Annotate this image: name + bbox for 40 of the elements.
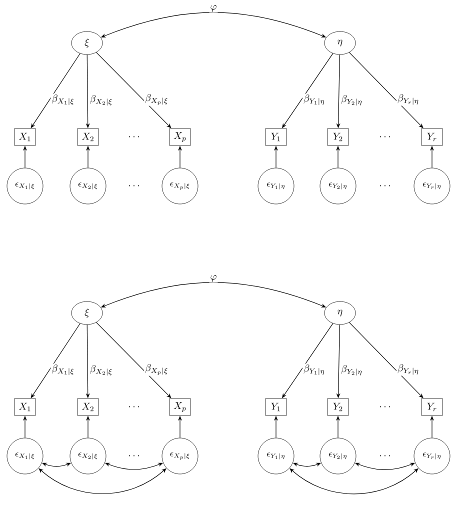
arrow (348, 52, 424, 128)
ellipsis: $\cdots$ (380, 406, 390, 408)
observed-box: $X_2$ (77, 398, 99, 416)
observed-box: $Y_1$ (265, 398, 287, 416)
ellipsis: $\cdots$ (380, 136, 390, 138)
edge-label: $\beta_{X_2|\xi}$ (88, 364, 114, 377)
edge-label: $\varphi$ (209, 274, 218, 283)
observed-box: $Y_2$ (327, 128, 349, 146)
edge-label: $\beta_{Y_r|\eta}$ (396, 93, 420, 106)
edge-label: $\varphi$ (209, 4, 218, 13)
ellipsis: $\cdots$ (129, 185, 139, 186)
edge-label: $\beta_{X_p|\xi}$ (144, 93, 170, 106)
arrow (348, 322, 424, 398)
observed-box: $Y_r$ (421, 398, 443, 416)
arrow (290, 468, 418, 494)
ellipsis: $\cdots$ (129, 455, 139, 456)
edge-label: $\beta_{Y_2|\eta}$ (340, 364, 364, 377)
edge-label: $\beta_{Y_1|\eta}$ (302, 364, 326, 376)
ellipsis: $\cdots$ (380, 455, 390, 456)
edge-label: $\beta_{Y_1|\eta}$ (302, 94, 326, 106)
edge-label: $\beta_{Y_2|\eta}$ (340, 94, 364, 107)
observed-box: $X_1$ (14, 398, 36, 416)
observed-box: $X_p$ (169, 398, 191, 416)
observed-box: $X_1$ (14, 128, 36, 146)
observed-box: $X_2$ (77, 128, 99, 146)
edge-label: $\beta_{X_p|\xi}$ (144, 363, 170, 376)
ellipsis: $\cdots$ (380, 185, 390, 186)
edge-label: $\beta_{X_2|\xi}$ (88, 94, 114, 107)
observed-box: $Y_r$ (421, 128, 443, 146)
arrow (96, 52, 172, 128)
observed-box: $X_p$ (169, 128, 191, 146)
edge-label: $\beta_{Y_r|\eta}$ (396, 363, 420, 376)
edge-label: $\beta_{X_1|\xi}$ (50, 94, 76, 106)
arrow (38, 468, 166, 494)
ellipsis: $\cdots$ (129, 406, 139, 408)
observed-box: $Y_2$ (327, 398, 349, 416)
arrow (96, 322, 172, 398)
ellipsis: $\cdots$ (129, 136, 139, 138)
observed-box: $Y_1$ (265, 128, 287, 146)
edge-label: $\beta_{X_1|\xi}$ (50, 364, 76, 376)
